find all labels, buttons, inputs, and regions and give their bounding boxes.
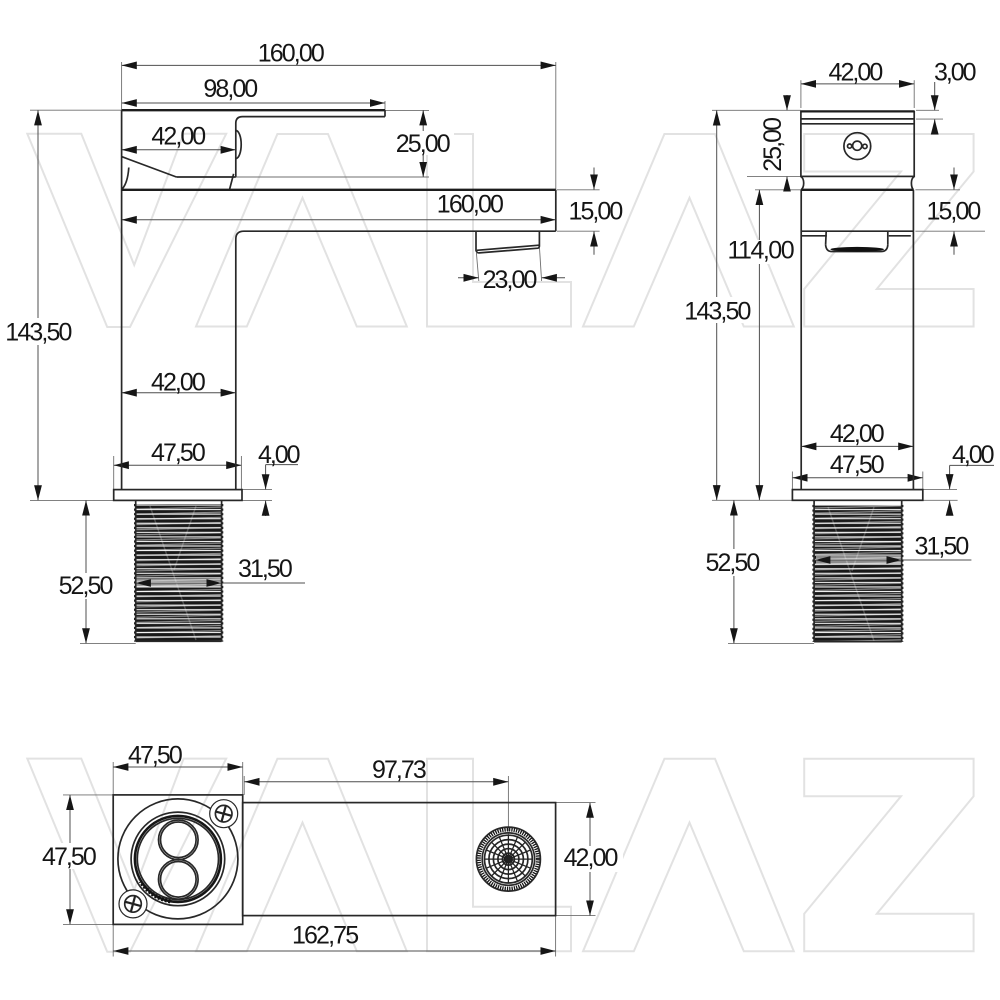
svg-text:162,75: 162,75 xyxy=(292,922,359,950)
svg-text:23,00: 23,00 xyxy=(483,266,538,294)
svg-text:42,00: 42,00 xyxy=(564,844,619,872)
svg-text:47,50: 47,50 xyxy=(151,439,206,467)
svg-text:47,50: 47,50 xyxy=(830,451,885,479)
svg-text:143,50: 143,50 xyxy=(5,319,72,347)
svg-text:160,00: 160,00 xyxy=(437,190,504,218)
svg-text:52,50: 52,50 xyxy=(59,572,114,600)
svg-text:15,00: 15,00 xyxy=(569,197,624,225)
svg-text:42,00: 42,00 xyxy=(151,123,206,151)
svg-text:47,50: 47,50 xyxy=(42,843,97,871)
svg-text:25,00: 25,00 xyxy=(759,117,787,172)
svg-text:47,50: 47,50 xyxy=(128,742,183,770)
svg-text:25,00: 25,00 xyxy=(396,130,451,158)
svg-text:4,00: 4,00 xyxy=(258,441,301,469)
svg-text:42,00: 42,00 xyxy=(829,58,884,86)
svg-text:15,00: 15,00 xyxy=(927,197,982,225)
svg-text:42,00: 42,00 xyxy=(151,369,206,397)
svg-text:4,00: 4,00 xyxy=(952,441,995,469)
svg-text:31,50: 31,50 xyxy=(238,555,293,583)
svg-text:98,00: 98,00 xyxy=(203,75,258,103)
svg-text:52,50: 52,50 xyxy=(706,549,761,577)
svg-text:143,50: 143,50 xyxy=(684,298,751,326)
svg-text:31,50: 31,50 xyxy=(915,533,970,561)
svg-text:3,00: 3,00 xyxy=(934,58,977,86)
svg-text:42,00: 42,00 xyxy=(830,420,885,448)
svg-text:97,73: 97,73 xyxy=(372,756,427,784)
svg-text:114,00: 114,00 xyxy=(728,237,795,265)
svg-text:160,00: 160,00 xyxy=(258,40,325,68)
